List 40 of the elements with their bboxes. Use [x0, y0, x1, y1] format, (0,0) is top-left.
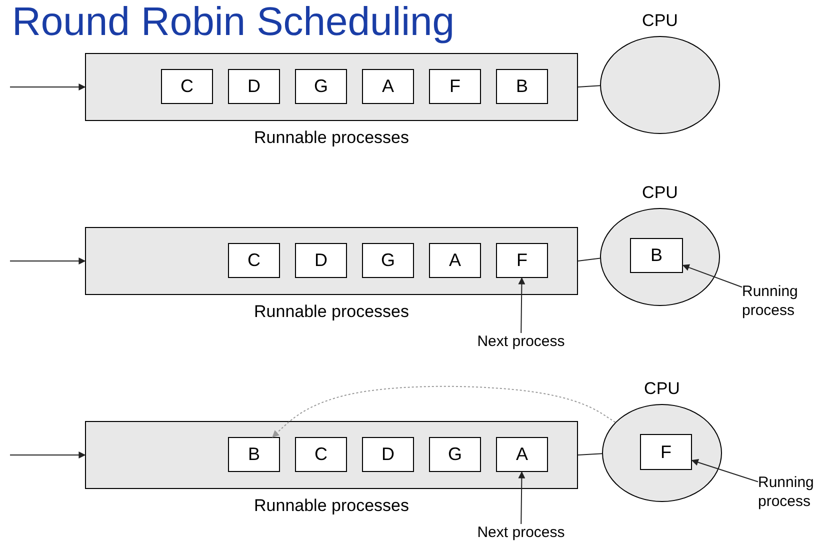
- cpu-label: CPU: [642, 183, 678, 203]
- connector-line: [578, 258, 601, 262]
- process-box: F: [429, 69, 481, 104]
- leader-arrow: [682, 264, 742, 288]
- process-box: C: [295, 437, 347, 472]
- process-box: F: [496, 243, 548, 278]
- process-box: B: [630, 238, 683, 273]
- leader-arrow: [518, 471, 526, 524]
- process-box: C: [161, 69, 213, 104]
- process-box: D: [295, 243, 347, 278]
- leader-arrow: [518, 277, 526, 334]
- pointer-label: Next process: [468, 333, 574, 353]
- process-box: D: [362, 437, 414, 472]
- connector-line: [578, 85, 600, 88]
- title: Round Robin Scheduling: [12, 0, 455, 45]
- process-box: G: [429, 437, 481, 472]
- process-box: A: [496, 437, 548, 472]
- process-box: G: [295, 69, 347, 104]
- pointer-label: Next process: [468, 524, 574, 544]
- arrow: [10, 452, 86, 458]
- cpu-label: CPU: [644, 379, 680, 399]
- process-box: D: [228, 69, 280, 104]
- pointer-label: Running process: [742, 283, 828, 323]
- connector-line: [578, 453, 602, 456]
- process-box: B: [228, 437, 280, 472]
- process-box: C: [228, 243, 280, 278]
- queue-label: Runnable processes: [254, 302, 409, 322]
- process-box: G: [362, 243, 414, 278]
- process-box: B: [496, 69, 548, 104]
- arrow: [10, 84, 86, 90]
- arrow: [10, 258, 86, 264]
- queue-label: Runnable processes: [254, 128, 409, 148]
- queue-label: Runnable processes: [254, 496, 409, 516]
- process-box: F: [640, 434, 692, 470]
- process-box: A: [362, 69, 414, 104]
- process-box: A: [429, 243, 481, 278]
- pointer-label: Running process: [758, 474, 834, 514]
- cpu-label: CPU: [642, 11, 678, 31]
- curved-arrow: [272, 386, 616, 438]
- leader-arrow: [691, 459, 758, 482]
